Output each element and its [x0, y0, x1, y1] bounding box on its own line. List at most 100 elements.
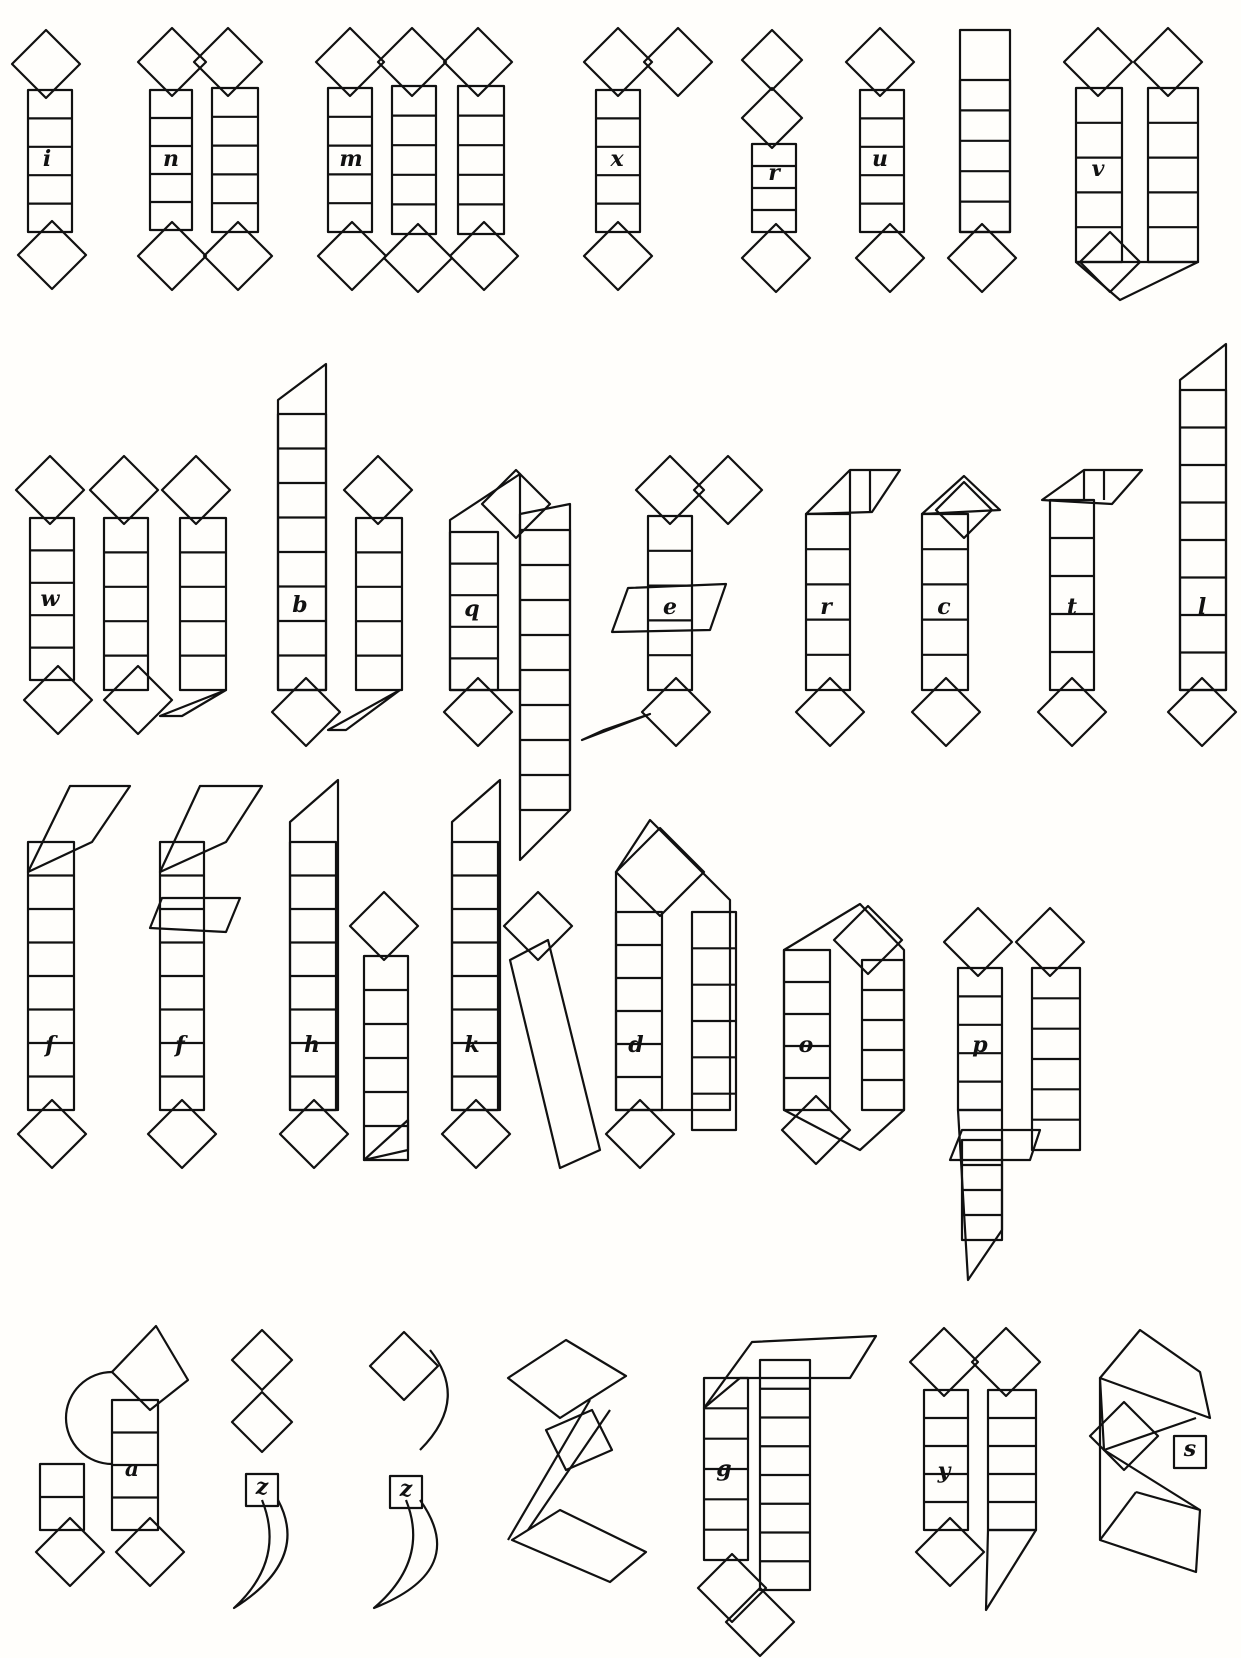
diamond-nib-stroke: [742, 224, 810, 292]
letter-y: y: [910, 1328, 1040, 1610]
letter-label: q: [464, 596, 479, 622]
stem-stroke: [356, 518, 402, 690]
construction-line: [1136, 1492, 1200, 1510]
diamond-nib-stroke: [316, 28, 384, 96]
diamond-nib-stroke: [162, 456, 230, 524]
diamond-nib-stroke: [1038, 678, 1106, 746]
flag-stroke: [112, 1326, 188, 1410]
letter-label: f: [173, 1032, 188, 1058]
diagonal-stroke: [510, 940, 600, 1168]
descender-stroke: [520, 504, 570, 860]
diamond-nib-stroke: [36, 1518, 104, 1586]
letter-label: l: [1198, 594, 1206, 620]
flag-stroke: [160, 786, 262, 872]
diamond-nib-stroke: [948, 224, 1016, 292]
letter-label: h: [304, 1032, 320, 1058]
stem-stroke: [458, 86, 504, 234]
diamond-nib-stroke: [482, 470, 550, 538]
crossbar-stroke: [150, 898, 240, 932]
letter-label: v: [1092, 156, 1105, 182]
diamond-nib-stroke: [742, 30, 802, 90]
diamond-nib-stroke: [644, 28, 712, 96]
letter-g: g: [698, 1336, 876, 1656]
letter-h: h: [280, 780, 418, 1168]
crossbar-stroke: [950, 1130, 1040, 1160]
letter-long-s: ſ: [18, 786, 130, 1168]
stem-stroke: [960, 80, 1010, 232]
flag-stroke: [1100, 1330, 1210, 1418]
diamond-nib-stroke: [698, 1554, 766, 1622]
letter-x: x: [584, 28, 712, 290]
letter-label: d: [628, 1032, 643, 1058]
letter-r-round: r: [742, 30, 810, 292]
letter-label: n: [163, 146, 179, 172]
diamond-nib-stroke: [910, 1328, 978, 1396]
letter-label: ſ: [43, 1032, 58, 1058]
ascender-stroke: [290, 780, 338, 1110]
diamond-nib-stroke: [916, 1518, 984, 1586]
letter-label: i: [43, 146, 51, 172]
diamond-nib-stroke: [444, 678, 512, 746]
letter-m: m: [316, 28, 518, 292]
diamond-nib-stroke: [138, 222, 206, 290]
diamond-nib-stroke: [972, 1328, 1040, 1396]
letter-label: z: [399, 1476, 413, 1502]
diamond-nib-stroke: [350, 892, 418, 960]
letter-label: z: [255, 1474, 269, 1500]
letter-label: b: [292, 592, 307, 618]
letter-n: n: [138, 28, 272, 290]
flag-stroke: [806, 470, 900, 514]
letter-label: r: [768, 160, 781, 186]
stem-stroke: [392, 86, 436, 234]
letter-label: y: [937, 1458, 953, 1484]
letter-o: o: [782, 904, 904, 1164]
foot-stroke: [512, 1510, 646, 1582]
diamond-nib-stroke: [726, 1588, 794, 1656]
diamond-nib-stroke: [504, 892, 572, 960]
diamond-nib-stroke: [1016, 908, 1084, 976]
letter-label: e: [663, 594, 677, 620]
diamond-nib-stroke: [90, 456, 158, 524]
letter-z-1: z: [232, 1330, 292, 1608]
bowl-stroke: [1100, 1378, 1200, 1572]
diamond-nib-stroke: [834, 906, 902, 974]
diamond-nib-stroke: [944, 908, 1012, 976]
letter-p: p: [944, 908, 1084, 1280]
diamond-nib-stroke: [272, 678, 340, 746]
diamond-nib-stroke: [1064, 28, 1132, 96]
diamond-nib-stroke: [856, 224, 924, 292]
ascender-stroke: [452, 780, 500, 1110]
diamond-nib-stroke: [24, 666, 92, 734]
letter-i: i: [12, 30, 86, 289]
diamond-nib-stroke: [782, 1096, 850, 1164]
stem-stroke: [988, 1390, 1036, 1530]
diamond-nib-stroke: [846, 28, 914, 96]
letter-t: t: [1038, 470, 1142, 746]
flag-stroke: [508, 1340, 626, 1418]
bowl-stroke: [784, 904, 904, 1150]
stem-stroke: [784, 950, 830, 1110]
letter-label: x: [609, 146, 624, 172]
letter-w: w: [16, 456, 230, 734]
curved-stroke: [420, 1350, 448, 1450]
diamond-nib-stroke: [1134, 28, 1202, 96]
letter-label: m: [339, 146, 362, 172]
letter-label: w: [41, 586, 61, 612]
stem-stroke: [180, 518, 226, 690]
letter-d: d: [606, 820, 736, 1168]
letter-label: o: [799, 1032, 814, 1058]
letter-label: a: [125, 1456, 139, 1482]
letter-label: t: [1067, 594, 1077, 620]
diamond-nib-stroke: [12, 30, 80, 98]
descender-stroke: [958, 1110, 1002, 1280]
letter-z-3: [508, 1340, 646, 1582]
letter-label: k: [464, 1032, 479, 1058]
letter-l: l: [1168, 344, 1236, 746]
stem-stroke: [1148, 88, 1198, 262]
letter-label: u: [872, 146, 888, 172]
diamond-nib-stroke: [232, 1330, 292, 1390]
letter-q: q: [444, 470, 570, 860]
diamond-nib-stroke: [116, 1518, 184, 1586]
